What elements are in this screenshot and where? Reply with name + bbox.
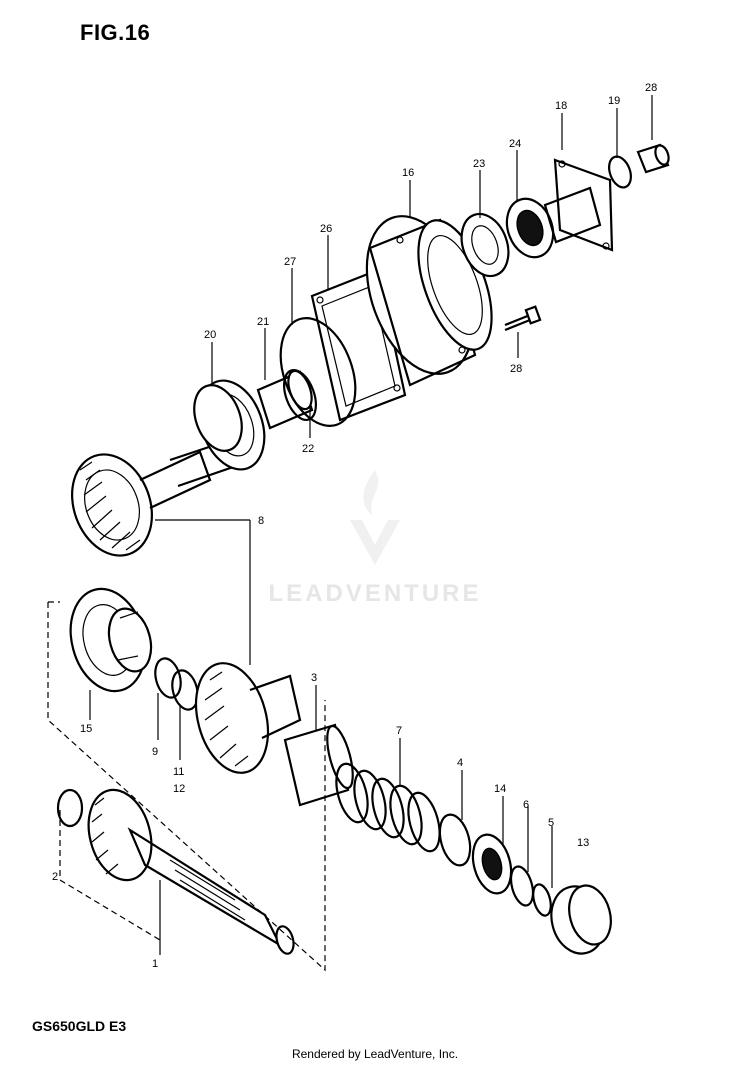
circlip-5-part [532, 883, 552, 917]
spring-7-part [335, 762, 441, 853]
credit-text: Rendered by LeadVenture, Inc. [291, 1047, 459, 1061]
callout-20: 20 [204, 329, 216, 341]
leader-lines [47, 95, 653, 972]
callout-16: 16 [402, 167, 414, 179]
callout-28: 28 [510, 363, 522, 375]
o-ring-22-part [283, 369, 317, 421]
callout-5: 5 [548, 817, 554, 829]
bolt-28-part [504, 305, 542, 332]
driven-gear-2-part [56, 788, 153, 882]
o-ring-27-part [279, 317, 357, 427]
housing-16-part [365, 215, 493, 387]
callout-6: 6 [523, 799, 529, 811]
cam-dog-3-part [283, 723, 354, 807]
callout-8: 8 [258, 515, 264, 527]
gasket-26-part [310, 268, 407, 422]
callout-9: 9 [152, 746, 158, 758]
watermark-text: LEADVENTURE [268, 580, 482, 607]
shim-11-12-part [171, 669, 199, 711]
callout-24: 24 [509, 138, 521, 150]
callout-13: 13 [577, 837, 589, 849]
nut-18-part [636, 143, 670, 174]
output-shaft-1-part [127, 827, 295, 955]
callout-7: 7 [396, 725, 402, 737]
callout-1: 1 [152, 958, 158, 970]
callout-19: 19 [608, 95, 620, 107]
callout-27: 27 [284, 256, 296, 268]
callout-12: 12 [173, 783, 185, 795]
callout-11: 11 [173, 766, 184, 778]
callout-2: 2 [52, 871, 58, 883]
callout-21: 21 [257, 316, 269, 328]
callout-22: 22 [302, 443, 314, 455]
callout-26: 26 [320, 223, 332, 235]
callout-4: 4 [457, 757, 463, 769]
washer-19-part [608, 155, 632, 189]
model-code: GS650GLD E3 [32, 1018, 127, 1034]
ring-gear-8-part [195, 662, 302, 774]
figure-title: FIG.16 [80, 20, 151, 45]
spring-seat-4-part [438, 813, 472, 867]
callout-17: 18 [555, 100, 567, 112]
callout-23: 23 [473, 158, 485, 170]
pinion-gear-part [71, 438, 238, 557]
seal-24-part [505, 197, 555, 259]
callout-3: 3 [311, 672, 317, 684]
callout-15: 15 [80, 723, 92, 735]
bearing-14-part [471, 833, 513, 895]
shim-9-part [154, 657, 182, 699]
callout-14: 14 [494, 783, 506, 795]
bearing-23-part [460, 212, 510, 278]
joint-flange-17-part [543, 158, 614, 252]
washer-6-part [509, 865, 535, 907]
watermark-logo-icon [350, 470, 400, 565]
callout-labels: 28 19 18 24 23 16 26 27 21 20 22 28 8 15… [52, 82, 657, 970]
callout-18: 28 [645, 82, 657, 94]
bearing-15-part [69, 587, 153, 693]
cap-13-part [550, 884, 612, 955]
bearing-20-part [193, 379, 266, 471]
